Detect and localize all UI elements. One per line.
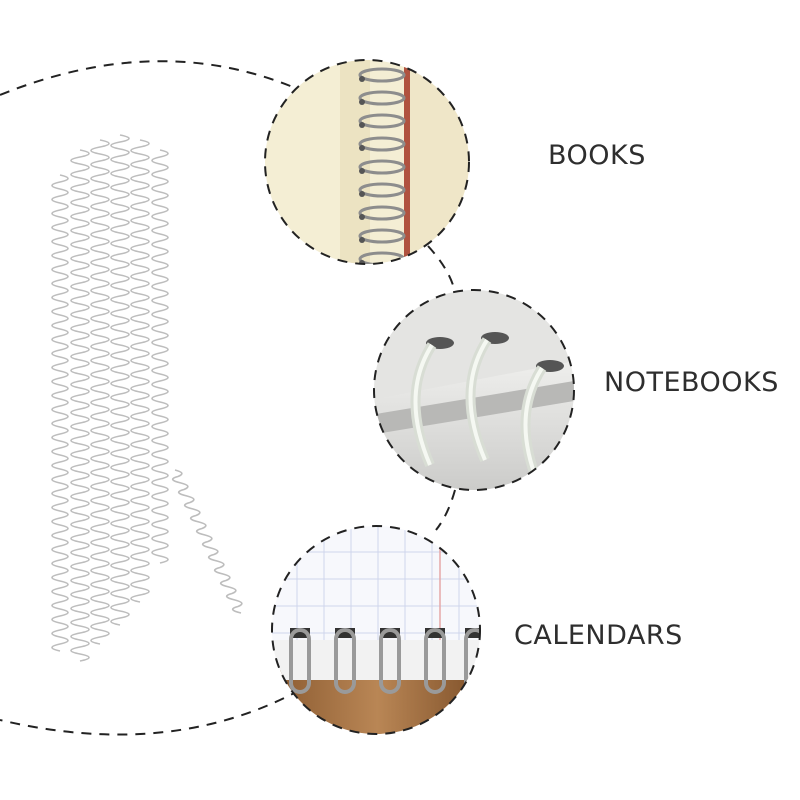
coil-strand	[51, 174, 69, 652]
dashed-arc-large	[0, 60, 301, 736]
calendar-hole	[290, 628, 310, 638]
notebooks-circle-border	[373, 289, 575, 491]
book-hole	[359, 237, 365, 243]
dashed-connector-1	[427, 245, 456, 293]
calendar-hole	[335, 628, 355, 638]
coil-strand	[70, 149, 90, 662]
calendar-hole	[380, 628, 400, 638]
book-ring	[358, 182, 406, 198]
book-ring	[358, 205, 406, 221]
dashed-connector-2	[435, 489, 456, 531]
book-ring	[358, 90, 406, 106]
label-notebooks: NOTEBOOKS	[604, 367, 779, 398]
book-hole	[359, 122, 365, 128]
calendars-circle-border	[271, 525, 481, 735]
calendars-photo-icon	[272, 526, 480, 734]
book-hole	[359, 145, 365, 151]
book-ring	[358, 113, 406, 129]
notebook-ring-highlight	[468, 338, 489, 461]
coil-strand	[110, 134, 130, 626]
book-ring	[358, 159, 406, 175]
book-hole	[359, 191, 365, 197]
book-hole	[359, 76, 365, 82]
label-calendars: CALENDARS	[514, 620, 683, 651]
label-books: BOOKS	[548, 140, 646, 171]
coil-strand	[90, 139, 110, 645]
coil-strand	[151, 149, 169, 564]
coil-strand	[130, 139, 150, 603]
notebooks-photo-icon	[374, 290, 574, 490]
book-ring	[358, 136, 406, 152]
calendar-hole	[425, 628, 445, 638]
book-hole	[359, 99, 365, 105]
books-circle-border	[264, 59, 470, 265]
calendar-ring	[424, 628, 446, 694]
calendar-ring	[289, 628, 311, 694]
notebook-ring-highlight	[413, 343, 434, 466]
calendar-hole	[465, 628, 480, 638]
book-hole	[359, 168, 365, 174]
book-hole	[359, 214, 365, 220]
calendar-ring	[334, 628, 356, 694]
spiral-coils-icon	[51, 134, 243, 662]
coil-strand	[171, 469, 243, 614]
calendar-ring	[379, 628, 401, 694]
book-ring	[358, 228, 406, 244]
books-photo-icon	[265, 60, 469, 264]
book-ring	[358, 67, 406, 83]
